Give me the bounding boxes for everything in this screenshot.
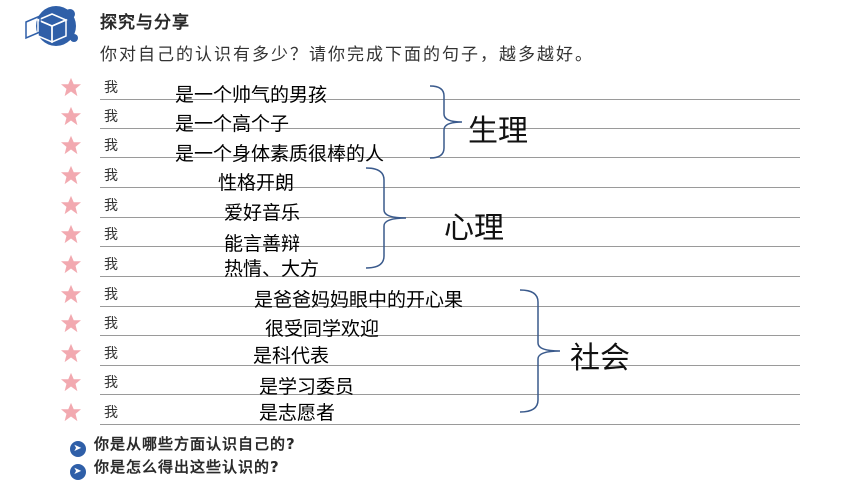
worksheet-row: 我 [60,282,800,311]
answer-text: 是志愿者 [259,402,336,424]
answer-text: 是科代表 [253,345,330,367]
answer-line[interactable] [100,157,800,158]
row-prefix: 我 [104,138,118,154]
worksheet-row: 我 [60,311,800,340]
row-prefix: 我 [104,287,118,303]
worksheet-row: 我 [60,193,800,222]
row-prefix: 我 [104,109,118,125]
brace-social [519,289,561,413]
star-icon [61,254,81,274]
question-item: ➤ 你是怎么得出这些认识的? [70,456,280,480]
worksheet-row: 我 [60,252,800,281]
answer-line[interactable] [100,424,800,425]
star-icon [61,224,81,244]
answer-line[interactable] [100,365,800,366]
row-prefix: 我 [104,257,118,273]
brace-psychological [365,167,407,269]
question-text: 你是从哪些方面认识自己的? [94,435,296,453]
row-prefix: 我 [104,80,118,96]
star-icon [61,372,81,392]
answer-line[interactable] [100,128,800,129]
arrow-bullet-icon: ➤ [70,464,86,480]
worksheet-row: 我 [60,370,800,399]
answer-text: 热情、大方 [224,258,320,280]
star-icon [61,313,81,333]
answer-line[interactable] [100,217,800,218]
star-icon [61,284,81,304]
category-social: 社会 [570,341,630,376]
answer-text: 爱好音乐 [224,202,301,224]
section-heading: 探究与分享 [100,13,190,33]
worksheet-row: 我 [60,222,800,251]
row-prefix: 我 [104,168,118,184]
instruction-prompt: 你对自己的认识有多少？请你完成下面的句子，越多越好。 [100,45,594,65]
answer-text: 是爸爸妈妈眼中的开心果 [254,289,464,311]
row-prefix: 我 [104,316,118,332]
arrow-bullet-icon: ➤ [70,441,86,457]
star-icon [61,402,81,422]
answer-line[interactable] [100,276,800,277]
star-icon [61,135,81,155]
answer-line[interactable] [100,394,800,395]
cube-network-icon [25,6,78,46]
answer-text: 很受同学欢迎 [265,318,380,340]
category-physical: 生理 [468,114,528,149]
answer-line[interactable] [100,99,800,100]
question-text: 你是怎么得出这些认识的? [94,458,280,476]
answer-line[interactable] [100,335,800,336]
answer-line[interactable] [100,306,800,307]
star-icon [61,195,81,215]
worksheet-row: 我 [60,341,800,370]
answer-text: 是一个身体素质很棒的人 [175,143,385,165]
answer-text: 是一个帅气的男孩 [175,84,328,106]
answer-text: 能言善辩 [224,233,301,255]
row-prefix: 我 [104,405,118,421]
row-prefix: 我 [104,375,118,391]
answer-text: 是学习委员 [259,376,355,398]
answer-line[interactable] [100,246,800,247]
brace-physical [429,85,463,159]
row-prefix: 我 [104,227,118,243]
worksheet-row: 我 [60,104,800,133]
star-icon [61,343,81,363]
answer-line[interactable] [100,187,800,188]
star-icon [61,165,81,185]
worksheet-row: 我 [60,400,800,429]
answer-text: 是一个高个子 [175,113,290,135]
star-icon [61,77,81,97]
star-icon [61,106,81,126]
category-psychological: 心理 [444,211,504,246]
row-prefix: 我 [104,198,118,214]
worksheet-row: 我 [60,75,800,104]
worksheet-row: 我 [60,133,800,162]
row-prefix: 我 [104,346,118,362]
answer-text: 性格开朗 [218,172,295,194]
worksheet-row: 我 [60,163,800,192]
question-item: ➤ 你是从哪些方面认识自己的? [70,433,296,457]
